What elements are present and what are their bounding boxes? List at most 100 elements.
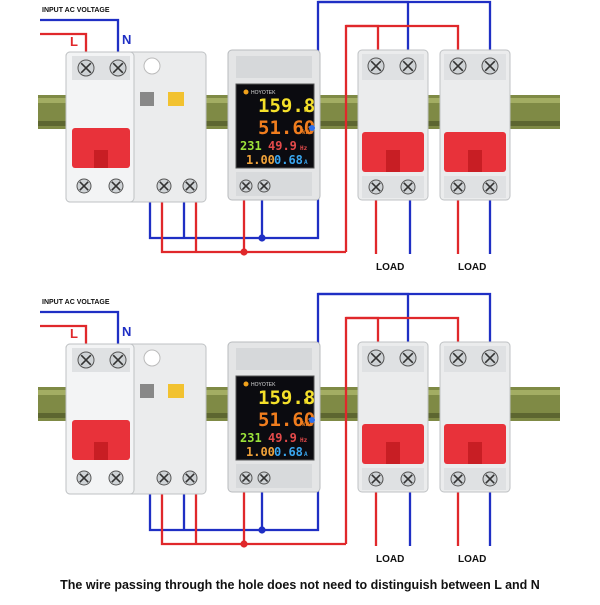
screw-slot bbox=[79, 473, 89, 483]
meter-energy-0: 51.60 bbox=[258, 409, 315, 431]
neutral-bus-wire bbox=[148, 200, 262, 240]
input-neutral-wire bbox=[40, 310, 120, 352]
rcbo-status-window bbox=[140, 384, 154, 398]
input-neutral-wire bbox=[40, 18, 120, 60]
meter-pf-current-0: 1.00 bbox=[246, 153, 275, 167]
meter-brand: HOYOTEK bbox=[251, 90, 276, 96]
live-label: L bbox=[70, 34, 78, 49]
rcbo-status-window bbox=[140, 92, 154, 106]
meter-energy-1: kWh bbox=[302, 421, 313, 428]
live-label: L bbox=[70, 326, 78, 341]
live-bus-wire bbox=[160, 195, 346, 254]
meter-voltage-frequency-2: Hz bbox=[300, 145, 308, 152]
screw-slot bbox=[403, 474, 413, 484]
meter-voltage-frequency-2: Hz bbox=[300, 437, 308, 444]
mcb-handle-notch bbox=[386, 150, 400, 172]
neutral-return-wire bbox=[262, 188, 320, 240]
rcbo-handle-notch bbox=[94, 150, 108, 168]
input-live-wire bbox=[40, 32, 88, 60]
mcb-handle-notch bbox=[386, 442, 400, 464]
screw-slot bbox=[484, 352, 496, 364]
screw-slot bbox=[452, 60, 464, 72]
meter-energy-0: 51.60 bbox=[258, 117, 315, 139]
meter-top-strip bbox=[236, 56, 312, 78]
screw-slot bbox=[370, 60, 382, 72]
screw-slot bbox=[485, 182, 495, 192]
meter-voltage-frequency-0: 231 bbox=[240, 431, 262, 445]
screw-slot bbox=[185, 473, 195, 483]
meter-brand-icon bbox=[243, 381, 249, 387]
screw-slot bbox=[185, 181, 195, 191]
neutral-label: N bbox=[122, 324, 131, 339]
meter-pf-current-1: 0.68 bbox=[274, 153, 303, 167]
meter-pf-current-2: A bbox=[304, 159, 308, 166]
screw-slot bbox=[79, 181, 89, 191]
screw-slot bbox=[371, 182, 381, 192]
input-ac-voltage-label: INPUT AC VOLTAGE bbox=[42, 7, 110, 14]
screw-slot bbox=[452, 352, 464, 364]
mcb-handle-notch bbox=[468, 150, 482, 172]
load-label-2: LOAD bbox=[458, 554, 486, 565]
wires bbox=[40, 0, 492, 254]
screw-slot bbox=[241, 181, 251, 191]
live-bus-wire bbox=[160, 487, 346, 546]
meter-brand-icon bbox=[243, 89, 249, 95]
screw-slot bbox=[111, 181, 121, 191]
live-junction-dot bbox=[240, 248, 248, 256]
meter-display bbox=[235, 83, 315, 169]
rcbo-test-button bbox=[168, 92, 184, 106]
rcbo-handle bbox=[72, 128, 130, 168]
meter-pf-current-0: 1.00 bbox=[246, 445, 275, 459]
rcbo-test-button bbox=[168, 384, 184, 398]
meter-brand: HOYOTEK bbox=[251, 382, 276, 388]
rcbo-indicator-window bbox=[143, 57, 161, 75]
screw-slot bbox=[259, 181, 269, 191]
screw-slot bbox=[80, 354, 92, 366]
screw-slot bbox=[159, 473, 169, 483]
rcbo-handle bbox=[72, 420, 130, 460]
meter-button bbox=[309, 125, 315, 131]
live-loop-wire-2 bbox=[346, 316, 460, 347]
load-label-1: LOAD bbox=[376, 554, 404, 565]
neutral-junction-dot bbox=[258, 234, 266, 242]
neutral-label: N bbox=[122, 32, 131, 47]
diagram-caption: The wire passing through the hole does n… bbox=[60, 578, 540, 592]
meter-energy-1: kWh bbox=[302, 129, 313, 136]
meter-power-1: W bbox=[304, 398, 309, 406]
screw-slot bbox=[112, 354, 124, 366]
screw-slot bbox=[403, 182, 413, 192]
meter-voltage-frequency-0: 231 bbox=[240, 139, 262, 153]
screw-slot bbox=[159, 181, 169, 191]
neutral-loop-wire-2 bbox=[318, 292, 492, 347]
meter-power-0: 159.8 bbox=[258, 95, 315, 117]
mcb-handle-notch bbox=[468, 442, 482, 464]
live-loop-wire-2 bbox=[346, 24, 460, 55]
screw-slot bbox=[402, 352, 414, 364]
screw-slot bbox=[111, 473, 121, 483]
load-label-2: LOAD bbox=[458, 262, 486, 273]
rcbo-indicator-window bbox=[143, 349, 161, 367]
neutral-bus-wire bbox=[148, 492, 262, 532]
input-ac-voltage-label: INPUT AC VOLTAGE bbox=[42, 299, 110, 306]
load-label-1: LOAD bbox=[376, 262, 404, 273]
rcbo-handle-notch bbox=[94, 442, 108, 460]
screw-slot bbox=[402, 60, 414, 72]
screw-slot bbox=[371, 474, 381, 484]
screw-slot bbox=[453, 474, 463, 484]
neutral-junction-dot bbox=[258, 526, 266, 534]
screw-slot bbox=[370, 352, 382, 364]
meter-top-strip bbox=[236, 348, 312, 370]
meter-power-0: 159.8 bbox=[258, 387, 315, 409]
screw-slot bbox=[112, 62, 124, 74]
neutral-loop-wire-2 bbox=[318, 0, 492, 55]
meter-voltage-frequency-1: 49.9 bbox=[268, 431, 297, 445]
meter-display bbox=[235, 375, 315, 461]
screw-slot bbox=[484, 60, 496, 72]
neutral-return-wire bbox=[262, 480, 320, 532]
screw-slot bbox=[259, 473, 269, 483]
screw-slot bbox=[241, 473, 251, 483]
screw-slot bbox=[485, 474, 495, 484]
